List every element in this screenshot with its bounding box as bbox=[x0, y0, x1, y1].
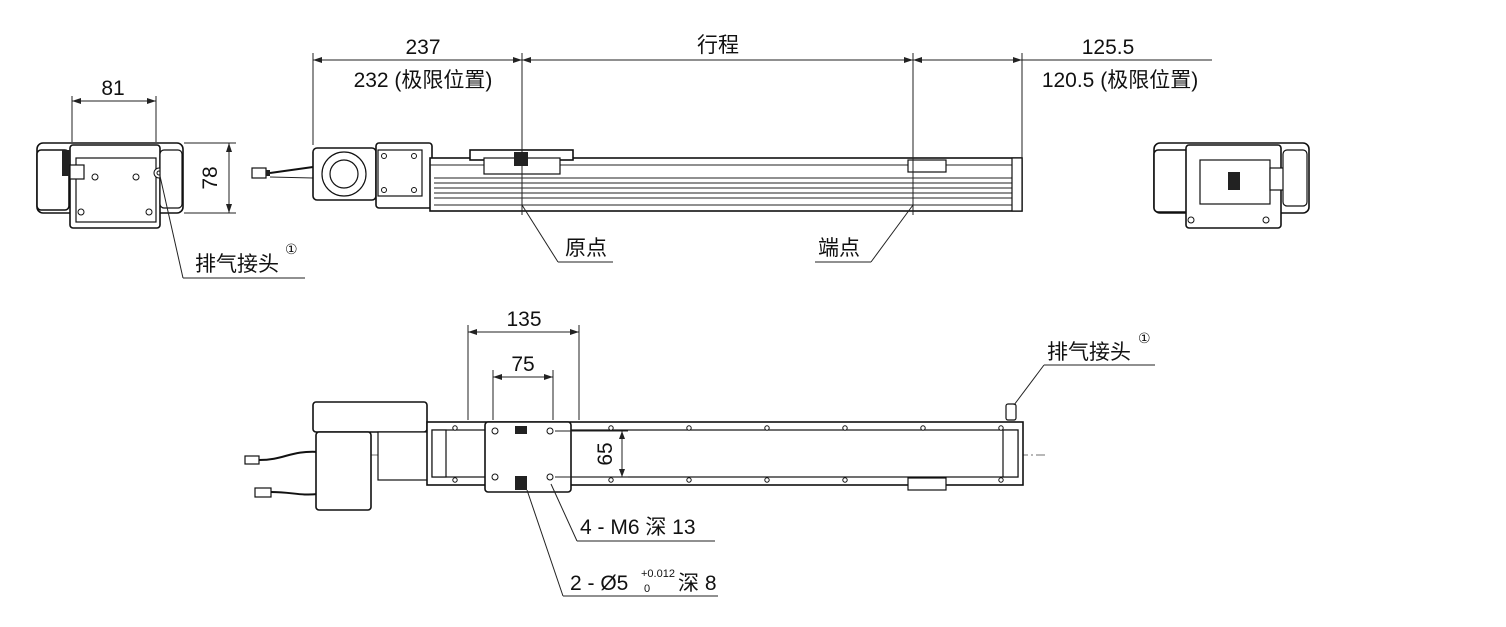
dimension-135-label: 135 bbox=[506, 308, 541, 331]
tapped-holes-label: 4 - M6 深 13 bbox=[580, 516, 696, 539]
exhaust-mark-top: ① bbox=[1138, 330, 1151, 346]
exhaust-mark-front: ① bbox=[285, 241, 298, 257]
pin-holes-suffix: 深 8 bbox=[678, 572, 717, 595]
dimension-75: 75 bbox=[492, 353, 554, 420]
stroke-label: 行程 bbox=[697, 34, 739, 57]
dimension-65-label: 65 bbox=[594, 442, 617, 465]
dimension-125-5-label: 125.5 bbox=[1082, 36, 1135, 59]
dimension-237: 237 232 (极限位置) bbox=[312, 36, 523, 215]
dimension-65: 65 bbox=[555, 430, 628, 478]
pin-holes-tol-upper: +0.012 bbox=[641, 568, 675, 580]
side-view bbox=[251, 142, 1023, 212]
pin-holes-label: 2 - Ø5 bbox=[570, 572, 628, 595]
dimension-237-label: 237 bbox=[405, 36, 440, 59]
right-end-view bbox=[1153, 142, 1310, 229]
dimension-stroke: 行程 bbox=[522, 34, 914, 215]
dimension-75-label: 75 bbox=[511, 353, 534, 376]
dimension-81: 81 bbox=[71, 77, 157, 142]
pin-holes-callout: 2 - Ø5 +0.012 0 深 8 bbox=[526, 489, 718, 597]
dimension-81-label: 81 bbox=[101, 77, 124, 100]
exhaust-callout-top: 排气接头 ① bbox=[1013, 330, 1155, 406]
dimension-135: 135 bbox=[467, 308, 580, 420]
dimension-125-5: 125.5 120.5 (极限位置) bbox=[913, 36, 1212, 158]
end-point-label: 端点 bbox=[818, 237, 860, 260]
dimension-78: 78 bbox=[184, 142, 236, 214]
origin-callout: 原点 bbox=[521, 204, 613, 263]
end-point-callout: 端点 bbox=[815, 204, 914, 263]
dimension-78-label: 78 bbox=[199, 166, 222, 189]
exhaust-label-top: 排气接头 bbox=[1047, 341, 1131, 364]
exhaust-label-front: 排气接头 bbox=[195, 253, 279, 276]
rail-holes bbox=[452, 425, 1004, 483]
dimension-120-5-label: 120.5 (极限位置) bbox=[1042, 69, 1198, 92]
pin-holes-prefix: 2 - Ø5 bbox=[570, 572, 628, 595]
tapped-holes-callout: 4 - M6 深 13 bbox=[550, 483, 715, 542]
dimension-232-label: 232 (极限位置) bbox=[354, 69, 493, 92]
top-view bbox=[244, 401, 1045, 511]
pin-holes-tol-lower: 0 bbox=[644, 583, 650, 595]
exhaust-callout-front: 排气接头 ① bbox=[159, 175, 305, 279]
origin-label: 原点 bbox=[565, 237, 607, 260]
left-end-view bbox=[36, 142, 184, 229]
